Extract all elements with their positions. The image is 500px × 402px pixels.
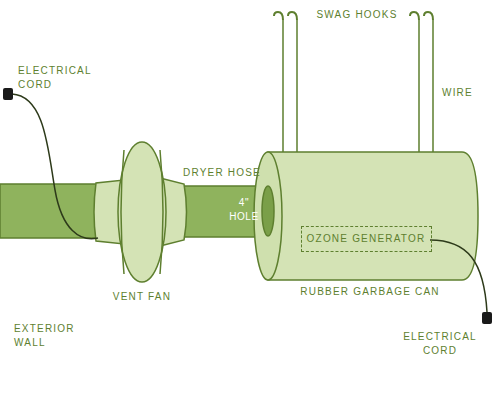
part-label: EXTERIOR WALL	[14, 322, 94, 349]
wall-pipe	[0, 184, 100, 238]
part-label: DRYER HOSE	[183, 166, 261, 180]
part-label: SWAG HOOKS	[316, 8, 397, 22]
part-label: VENT FAN	[113, 290, 171, 304]
electrical-cords	[12, 94, 487, 312]
wires	[270, 8, 433, 160]
plug	[3, 88, 13, 100]
part-label: ELECTRICAL CORD	[394, 330, 486, 357]
garbage-can	[254, 152, 478, 280]
part-label: RUBBER GARBAGE CAN	[300, 285, 439, 299]
vent-fan	[94, 142, 187, 282]
plug	[482, 312, 492, 324]
component-label: OZONE GENERATOR	[307, 232, 426, 246]
component-box: OZONE GENERATOR	[301, 226, 432, 252]
dimension-label: 4" HOLE	[226, 196, 262, 223]
part-label: ELECTRICAL CORD	[18, 64, 110, 91]
part-label: WIRE	[442, 86, 473, 100]
